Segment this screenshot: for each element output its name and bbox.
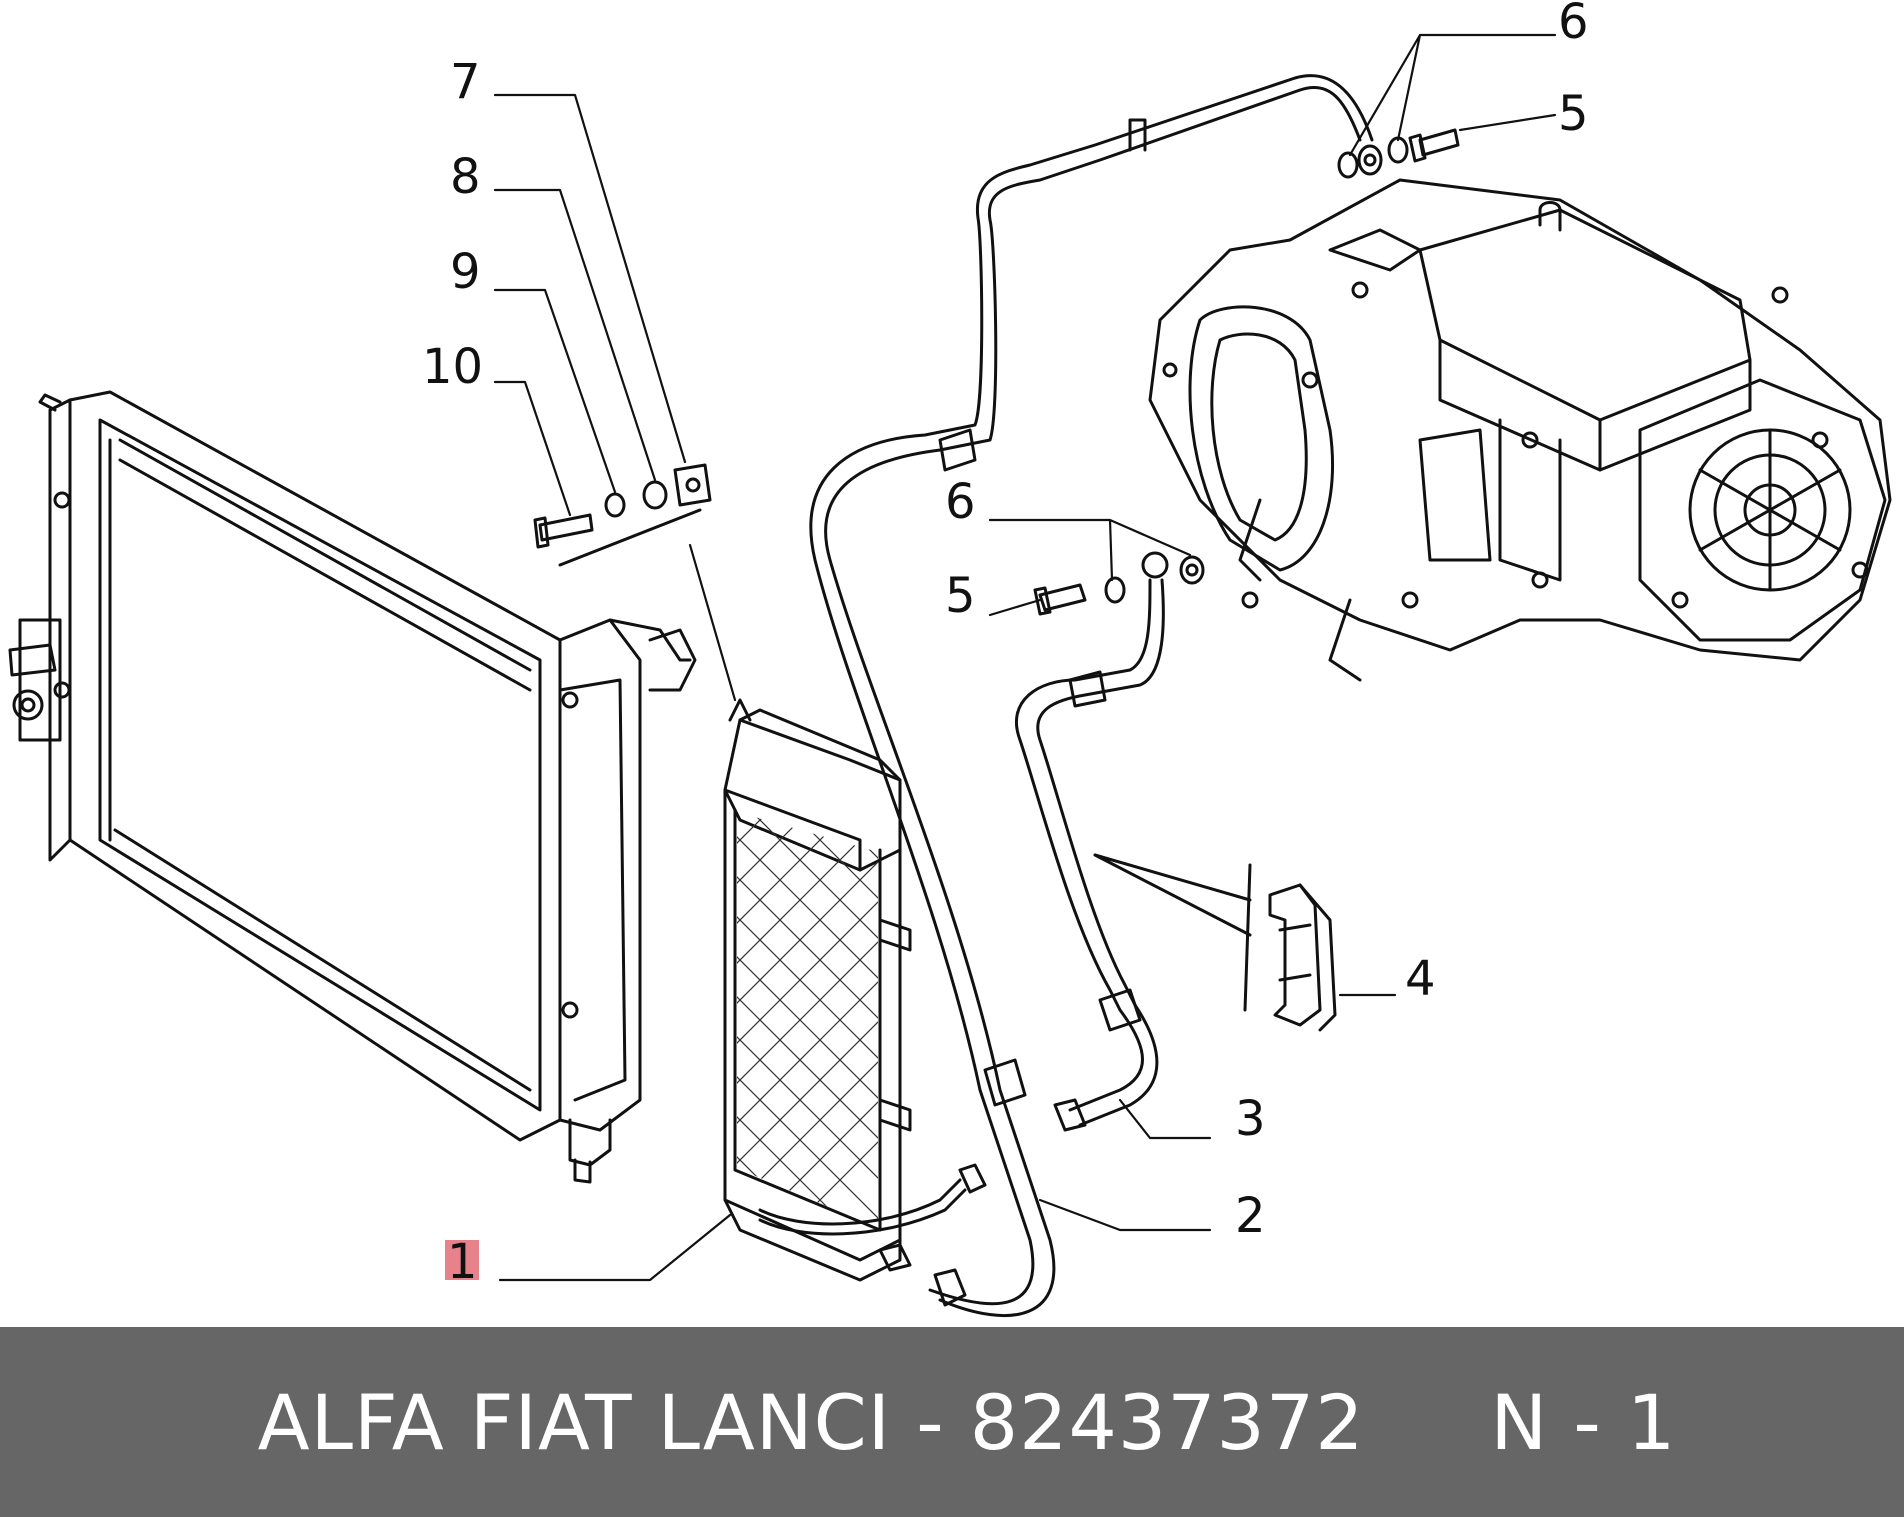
callout-9: 9 [450, 244, 481, 300]
oil-cooler-illustration [723, 698, 987, 1282]
callout-5-middle: 5 [945, 568, 976, 624]
callout-6-top: 6 [1558, 0, 1589, 50]
callout-1: 1 [447, 1234, 478, 1290]
fasteners-bracket [533, 463, 712, 567]
callout-labels: 1 2 3 4 5 5 6 6 7 8 9 10 [422, 0, 1589, 1290]
oil-pipe-long [809, 74, 1374, 1318]
radiator-illustration [8, 390, 697, 1184]
callout-6-middle: 6 [945, 474, 976, 530]
callout-3: 3 [1235, 1091, 1266, 1147]
part-number-banner: ALFA FIAT LANCI - 82437372 N - 1 [0, 1327, 1904, 1517]
callout-10: 10 [422, 339, 483, 395]
highlighted-part-marker [445, 1240, 479, 1280]
callout-4: 4 [1405, 951, 1436, 1007]
part-number-text: ALFA FIAT LANCI - 82437372 N - 1 [257, 1377, 1677, 1467]
callout-2: 2 [1235, 1188, 1266, 1244]
cooler-fins [737, 812, 878, 1228]
callout-8: 8 [450, 149, 481, 205]
exploded-parts-diagram: 1 2 3 4 5 5 6 6 7 8 9 10 [8, 0, 1892, 1318]
gearbox-illustration [1148, 178, 1892, 682]
fasteners-middle [1033, 555, 1205, 616]
pipe-clip [1093, 853, 1337, 1032]
oil-pipe-short [1014, 551, 1169, 1132]
callout-5-top: 5 [1558, 86, 1589, 142]
callout-7: 7 [450, 54, 481, 110]
leader-lines [493, 33, 1557, 1282]
fasteners-top [1337, 128, 1460, 179]
